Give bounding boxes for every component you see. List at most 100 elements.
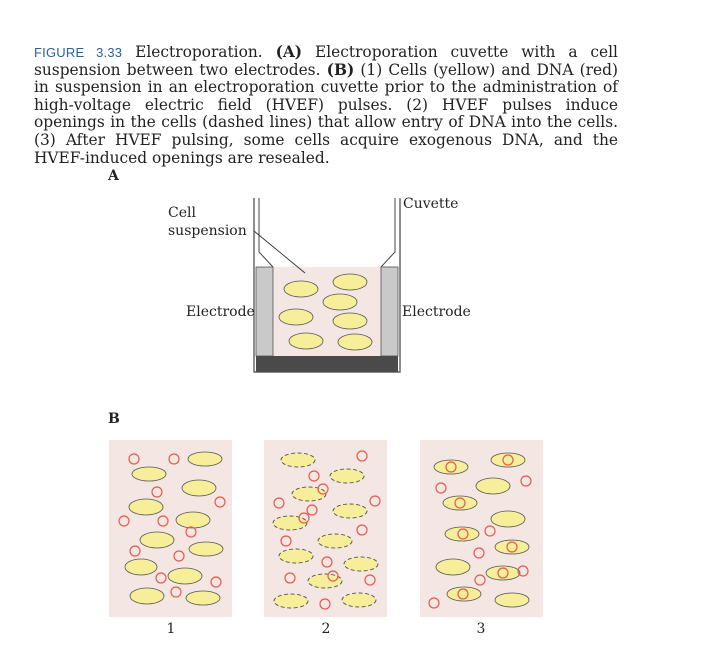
cuvette-base <box>256 356 398 372</box>
dna <box>280 535 292 547</box>
electrode-right <box>380 266 399 357</box>
cell <box>343 556 379 572</box>
cell <box>442 495 478 511</box>
cell <box>485 565 521 581</box>
figure-label: FIGURE 3.33 <box>34 45 123 60</box>
cell <box>494 539 530 555</box>
cell <box>435 558 471 576</box>
dna <box>435 482 447 494</box>
cell <box>494 592 530 608</box>
dna <box>369 495 381 507</box>
cell <box>280 452 316 468</box>
cell <box>490 452 526 468</box>
figure-caption: FIGURE 3.33 Electroporation. (A) Electro… <box>34 43 618 167</box>
dna <box>151 486 163 498</box>
cell <box>175 511 211 529</box>
dna <box>155 572 167 584</box>
cell <box>317 533 353 549</box>
cell <box>188 541 224 557</box>
cuvette-inner-wall-right <box>380 198 396 268</box>
dna-internalized <box>502 454 514 466</box>
cell <box>283 280 319 298</box>
electrode-left-label: Electrode <box>186 304 255 320</box>
cell <box>322 293 358 311</box>
cell <box>307 573 343 589</box>
dna <box>520 475 532 487</box>
cell <box>139 531 175 549</box>
dna-internalized <box>457 588 469 600</box>
cell <box>444 526 480 542</box>
part-b-ref: (B) <box>326 60 355 79</box>
cell <box>332 273 368 291</box>
dna <box>170 586 182 598</box>
dna <box>273 497 285 509</box>
dna <box>474 574 486 586</box>
cell <box>131 466 167 482</box>
dna <box>428 597 440 609</box>
dna <box>356 524 368 536</box>
cell <box>446 586 482 602</box>
dna-internalized <box>445 461 457 473</box>
cuvette-inner-wall-left <box>258 198 274 268</box>
cell <box>433 459 469 475</box>
dna <box>327 570 339 582</box>
dna <box>321 556 333 568</box>
cell <box>185 590 221 606</box>
dna <box>298 512 310 524</box>
panel-b-box-3: 3 <box>420 440 543 637</box>
box-3-label: 3 <box>477 621 486 637</box>
cell <box>278 548 314 564</box>
cell <box>490 510 526 528</box>
part-a-text: Electroporation cuvette with a cell susp… <box>34 43 618 79</box>
panel-b-label: B <box>108 411 120 427</box>
dna <box>308 470 320 482</box>
cell <box>475 477 511 495</box>
dna <box>157 515 169 527</box>
cell <box>272 515 308 531</box>
dna <box>484 525 496 537</box>
cell <box>129 587 165 605</box>
dna <box>129 545 141 557</box>
electrode-left <box>255 266 274 357</box>
part-a-ref: (A) <box>275 43 303 61</box>
cell <box>167 567 203 585</box>
dna <box>364 574 376 586</box>
dna <box>168 453 180 465</box>
cell-suspension <box>256 267 398 356</box>
cell <box>329 468 365 484</box>
cell <box>273 593 309 609</box>
cell <box>291 486 327 502</box>
dna <box>517 565 529 577</box>
panel-b-box-2: 2 <box>264 440 387 637</box>
dna <box>317 483 329 495</box>
dna <box>284 572 296 584</box>
dna <box>214 496 226 508</box>
box-2-label: 2 <box>322 621 331 637</box>
cell-suspension-leader <box>253 230 306 274</box>
dna <box>173 550 185 562</box>
dna <box>128 453 140 465</box>
cell <box>288 332 324 350</box>
cell <box>332 503 368 519</box>
panel-b-box-1: 1 <box>109 440 232 637</box>
cell <box>341 592 377 608</box>
dna-internalized <box>457 528 469 540</box>
cuvette-label: Cuvette <box>403 196 458 212</box>
part-b-text: (1) Cells (yellow) and DNA (red) in susp… <box>34 60 618 167</box>
cell <box>128 498 164 516</box>
dna <box>210 576 222 588</box>
dna-internalized <box>497 567 509 579</box>
cell <box>337 333 373 351</box>
panel-a-label: A <box>107 168 120 184</box>
dna <box>185 526 197 538</box>
electrode-right-label: Electrode <box>402 304 471 320</box>
cell-suspension-label-line2: suspension <box>168 223 247 239</box>
dna-internalized <box>506 541 518 553</box>
dna <box>473 547 485 559</box>
cell <box>124 558 158 576</box>
caption-title: Electroporation. <box>135 43 263 61</box>
cell <box>187 451 223 467</box>
cell-suspension-label-line1: Cell <box>168 205 196 221</box>
cell <box>278 308 314 326</box>
